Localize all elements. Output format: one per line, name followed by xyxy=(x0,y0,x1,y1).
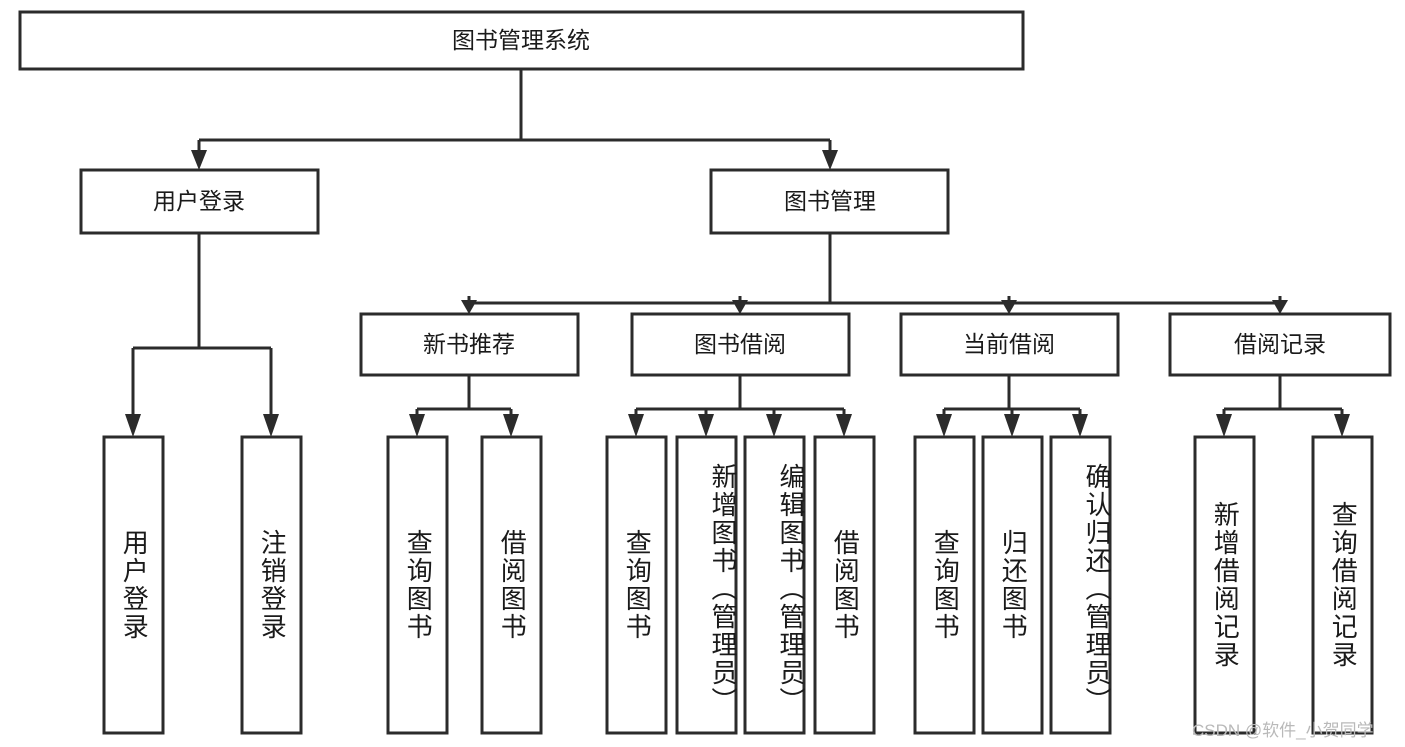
arrow-to-leaf-borrow-book-1 xyxy=(503,414,519,437)
arrow-to-leaf-add-record xyxy=(1216,414,1232,437)
node-current-borrow-label: 当前借阅 xyxy=(963,331,1055,357)
node-new-book-recommend-box xyxy=(359,312,580,377)
arrow-to-book-borrow xyxy=(732,300,748,314)
edge-book-mgmt-to-level3 xyxy=(461,233,1288,314)
leaf-box-return-book[interactable] xyxy=(981,435,1044,735)
leaf-box-query-book-3[interactable] xyxy=(913,435,976,735)
arrow-to-leaf-query-record xyxy=(1334,414,1350,437)
leaf-box-confirm-return[interactable] xyxy=(1049,435,1112,735)
arrow-to-leaf-user-login xyxy=(125,414,141,437)
node-root-system[interactable]: 图书管理系统 xyxy=(18,10,1025,71)
node-root-label: 图书管理系统 xyxy=(452,27,590,53)
node-new-book-recommend[interactable]: 新书推荐 xyxy=(359,312,580,377)
arrow-to-leaf-query-book-3 xyxy=(936,414,952,437)
leaf-box-edit-book[interactable] xyxy=(743,435,806,735)
leaf-box-logout[interactable] xyxy=(240,435,303,735)
leaf-box-borrow-book-2[interactable] xyxy=(813,435,876,735)
arrow-to-leaf-query-book-2 xyxy=(628,414,644,437)
node-book-borrow-box xyxy=(630,312,851,377)
node-current-borrow-box xyxy=(899,312,1120,377)
arrow-to-leaf-confirm-return xyxy=(1072,414,1088,437)
edge-borrow-record-to-leaves xyxy=(1216,375,1350,437)
arrow-to-user-login xyxy=(191,150,207,170)
arrow-to-leaf-edit-book xyxy=(766,414,782,437)
node-current-borrow[interactable]: 当前借阅 xyxy=(899,312,1120,377)
edge-current-borrow-to-leaves xyxy=(936,375,1088,437)
node-book-borrow[interactable]: 图书借阅 xyxy=(630,312,851,377)
leaf-box-add-record[interactable] xyxy=(1193,435,1256,735)
leaf-box-add-book[interactable] xyxy=(675,435,738,735)
leaf-box-borrow-book-1[interactable] xyxy=(480,435,543,735)
arrow-to-leaf-logout xyxy=(263,414,279,437)
node-borrow-record-box xyxy=(1168,312,1392,377)
arrow-to-leaf-query-book-1 xyxy=(409,414,425,437)
node-book-management[interactable]: 图书管理 xyxy=(709,168,950,235)
edge-book-borrow-to-leaves xyxy=(628,375,852,437)
arrow-to-leaf-return-book xyxy=(1004,414,1020,437)
edge-root-to-level2 xyxy=(191,69,838,170)
node-user-login-label: 用户登录 xyxy=(153,188,245,214)
edge-new-book-recommend-to-leaves xyxy=(409,375,519,437)
leaf-box-query-record[interactable] xyxy=(1311,435,1374,735)
node-root-box xyxy=(18,10,1025,71)
node-book-borrow-label: 图书借阅 xyxy=(694,331,786,357)
leaf-box-query-book-1[interactable] xyxy=(386,435,449,735)
edge-user-login-to-leaves xyxy=(125,233,279,437)
node-book-management-box xyxy=(709,168,950,235)
csdn-watermark: CSDN @软件_小贺同学 xyxy=(1192,721,1374,740)
leaf-box-user-login[interactable] xyxy=(102,435,165,735)
arrow-to-borrow-record xyxy=(1272,300,1288,314)
node-borrow-record-label: 借阅记录 xyxy=(1234,331,1326,357)
node-borrow-record[interactable]: 借阅记录 xyxy=(1168,312,1392,377)
node-user-login[interactable]: 用户登录 xyxy=(79,168,320,235)
arrow-to-current-borrow xyxy=(1001,300,1017,314)
leaf-box-query-book-2[interactable] xyxy=(605,435,668,735)
node-new-book-recommend-label: 新书推荐 xyxy=(423,331,515,357)
node-book-management-label: 图书管理 xyxy=(784,188,876,214)
arrow-to-book-mgmt xyxy=(822,150,838,170)
arrow-to-new-book-recommend xyxy=(461,300,477,314)
arrow-to-leaf-add-book xyxy=(698,414,714,437)
arrow-to-leaf-borrow-book-2 xyxy=(836,414,852,437)
